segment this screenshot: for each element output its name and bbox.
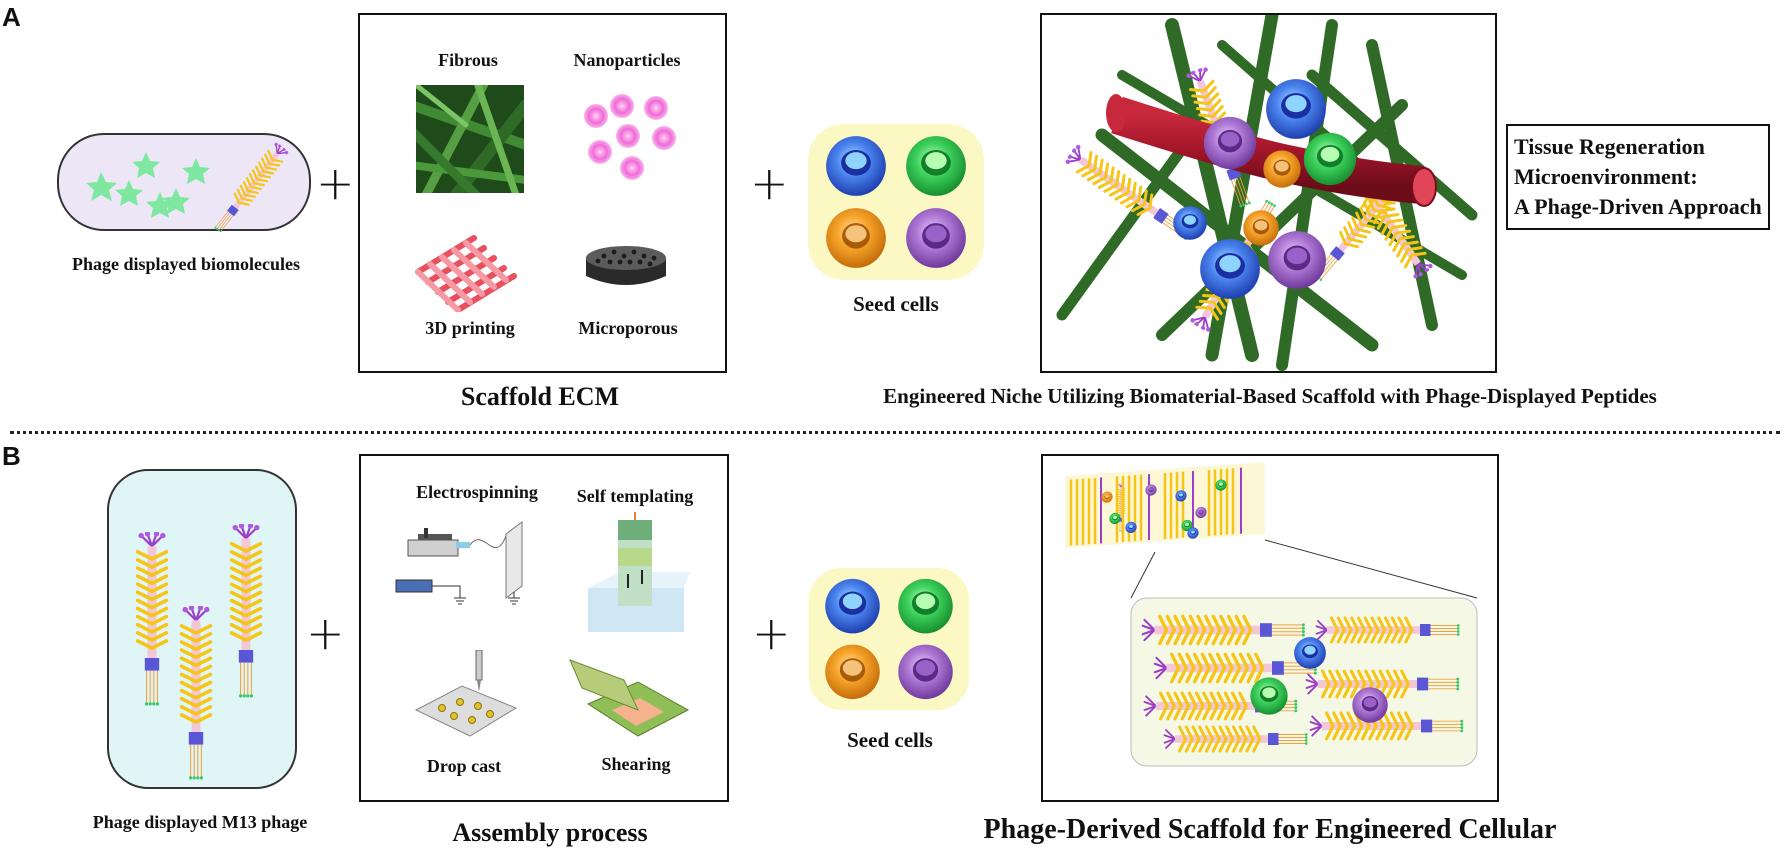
m13-phage-capsule [106, 468, 298, 790]
panel-b-letter: B [2, 441, 21, 471]
plus-sign: + [752, 606, 791, 660]
nanoparticles-image [576, 92, 686, 184]
assembly-process-caption: Assembly process [452, 818, 648, 847]
assembly-item-shearing: Shearing [601, 754, 671, 774]
biomolecule-star-icon [86, 152, 210, 218]
scaffold-item-3d-printing: 3D printing [425, 318, 515, 338]
scaffold-item-microporous: Microporous [578, 318, 678, 338]
engineered-niche-box [1040, 13, 1497, 373]
title-line: A Phage-Driven Approach [1514, 194, 1762, 219]
electrospinning-image [394, 506, 546, 610]
plus-sign: + [316, 156, 355, 210]
phage-biomolecule-capsule [56, 132, 312, 232]
drop-cast-image [414, 650, 518, 742]
phage-derived-scaffold-box [1041, 454, 1499, 802]
assembly-item-drop-cast: Drop cast [426, 756, 502, 776]
panel-a-letter: A [2, 2, 21, 32]
phage-derived-scaffold-caption: Phage-Derived Scaffold for Engineered Ce… [983, 814, 1557, 845]
scaffold-item-fibrous: Fibrous [438, 50, 498, 70]
shearing-image [568, 654, 692, 740]
scaffold-ecm-box [358, 13, 727, 373]
self-templating-image [584, 508, 694, 638]
microporous-image [584, 244, 668, 294]
assembly-item-electrospinning: Electrospinning [416, 482, 538, 502]
title-line: Microenvironment: [1514, 164, 1698, 189]
plus-sign: + [750, 156, 789, 210]
3d-printing-image [414, 232, 524, 312]
tissue-regeneration-title-box: Tissue Regeneration Microenvironment: A … [1506, 124, 1770, 230]
scaffold-item-nanoparticles: Nanoparticles [573, 50, 681, 70]
seed-cells-label: Seed cells [853, 292, 939, 316]
scaffold-ecm-caption: Scaffold ECM [460, 382, 620, 411]
assembly-item-self-templating: Self templating [576, 486, 694, 506]
plus-sign: + [306, 606, 345, 660]
seed-cells-group [806, 122, 986, 282]
fibrous-image [416, 85, 524, 193]
title-line: Tissue Regeneration [1514, 134, 1705, 159]
seed-cells-label: Seed cells [847, 728, 933, 752]
phage-biomolecule-label: Phage displayed biomolecules [71, 254, 300, 274]
m13-phage-label: Phage displayed M13 phage [92, 812, 308, 832]
engineered-niche-caption: Engineered Niche Utilizing Biomaterial-B… [883, 384, 1657, 408]
seed-cells-group [806, 566, 972, 712]
panel-divider [10, 431, 1780, 434]
